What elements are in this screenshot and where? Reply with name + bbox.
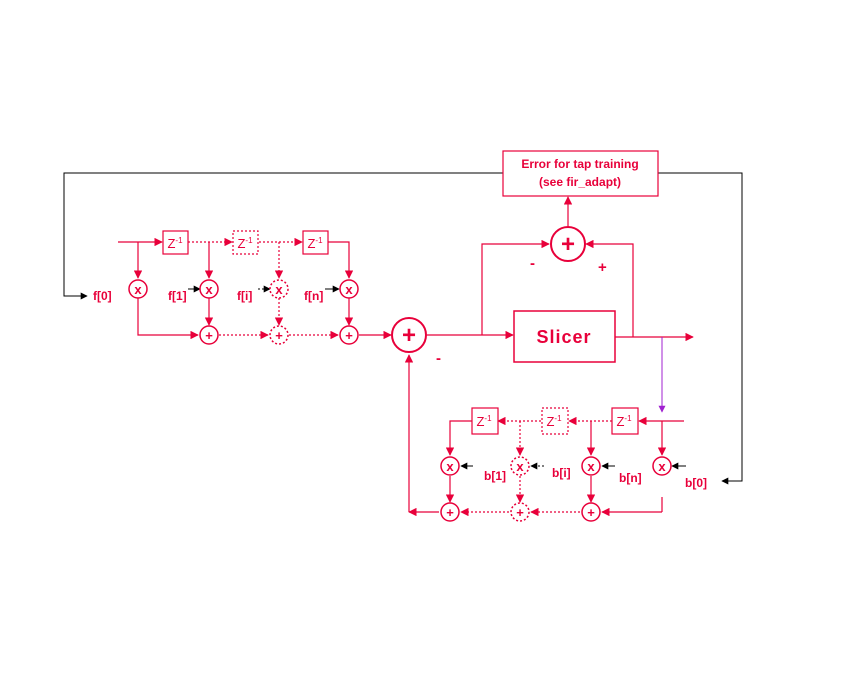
adder-ff-i: + xyxy=(269,325,289,345)
delay-block-fb-n: Z-1 xyxy=(471,407,499,435)
error-summing-junction: + xyxy=(550,226,586,262)
error-box-title: Error for tap training xyxy=(521,157,638,171)
svg-text:+: + xyxy=(446,505,454,520)
feedback-filter xyxy=(408,416,684,517)
svg-text:x: x xyxy=(134,282,142,297)
adder-fb-1: + xyxy=(440,502,460,522)
delay-block-ff-n: Z-1 xyxy=(302,230,329,255)
tap-label-fi: f[i] xyxy=(237,289,252,303)
wire-error-to-f0 xyxy=(63,172,503,300)
delay-block-ff-i: Z-1 xyxy=(232,230,259,255)
adder-ff-n: + xyxy=(339,325,359,345)
svg-text:Z-1: Z-1 xyxy=(546,414,562,429)
svg-text:x: x xyxy=(587,459,595,474)
svg-text:Z-1: Z-1 xyxy=(237,236,253,251)
error-minus-sign: - xyxy=(530,255,535,272)
tap-label-bi: b[i] xyxy=(552,466,571,480)
adder-fb-i: + xyxy=(510,502,530,522)
main-path xyxy=(404,196,694,517)
tap-label-bn: b[n] xyxy=(619,471,642,485)
svg-text:+: + xyxy=(587,505,595,520)
tap-label-b1: b[1] xyxy=(484,469,506,483)
tap-label-fn: f[n] xyxy=(304,289,323,303)
adder-fb-n: + xyxy=(581,502,601,522)
adder-ff-1: + xyxy=(199,325,219,345)
main-summing-junction: + xyxy=(391,317,427,353)
error-box: Error for tap training (see fir_adapt) xyxy=(502,150,659,197)
feedforward-filter xyxy=(118,237,392,340)
tap-label-f0: f[0] xyxy=(93,289,112,303)
multiplier-fb-n: x xyxy=(581,456,601,476)
svg-text:+: + xyxy=(205,328,213,343)
svg-text:Z-1: Z-1 xyxy=(167,236,183,251)
multiplier-ff-i: x xyxy=(269,279,289,299)
svg-text:+: + xyxy=(275,328,283,343)
wire-error-to-b0 xyxy=(658,172,743,485)
multiplier-fb-1: x xyxy=(440,456,460,476)
multiplier-fb-0: x xyxy=(652,456,672,476)
delay-block-ff-1: Z-1 xyxy=(162,230,189,255)
delay-block-fb-1: Z-1 xyxy=(611,407,639,435)
svg-text:x: x xyxy=(275,282,283,297)
multiplier-ff-n: x xyxy=(339,279,359,299)
svg-text:x: x xyxy=(205,282,213,297)
tap-label-f1: f[1] xyxy=(168,289,187,303)
error-plus-sign: + xyxy=(598,259,607,276)
svg-text:+: + xyxy=(561,231,575,258)
sum-minus-sign: - xyxy=(436,350,441,367)
svg-text:x: x xyxy=(516,459,524,474)
multiplier-fb-i: x xyxy=(510,456,530,476)
svg-text:x: x xyxy=(658,459,666,474)
svg-text:Z-1: Z-1 xyxy=(476,414,492,429)
svg-text:Z-1: Z-1 xyxy=(616,414,632,429)
svg-text:+: + xyxy=(402,322,416,349)
multiplier-ff-0: x xyxy=(128,279,148,299)
svg-text:Z-1: Z-1 xyxy=(307,236,323,251)
slicer-block: Slicer xyxy=(513,310,616,363)
multiplier-ff-1: x xyxy=(199,279,219,299)
svg-text:x: x xyxy=(345,282,353,297)
svg-text:+: + xyxy=(345,328,353,343)
error-feedback-wires xyxy=(63,172,743,485)
tap-label-b0: b[0] xyxy=(685,476,707,490)
svg-text:x: x xyxy=(446,459,454,474)
svg-text:+: + xyxy=(516,505,524,520)
delay-block-fb-i: Z-1 xyxy=(541,407,569,435)
slicer-label: Slicer xyxy=(536,327,591,347)
error-box-subtitle: (see fir_adapt) xyxy=(539,175,621,189)
